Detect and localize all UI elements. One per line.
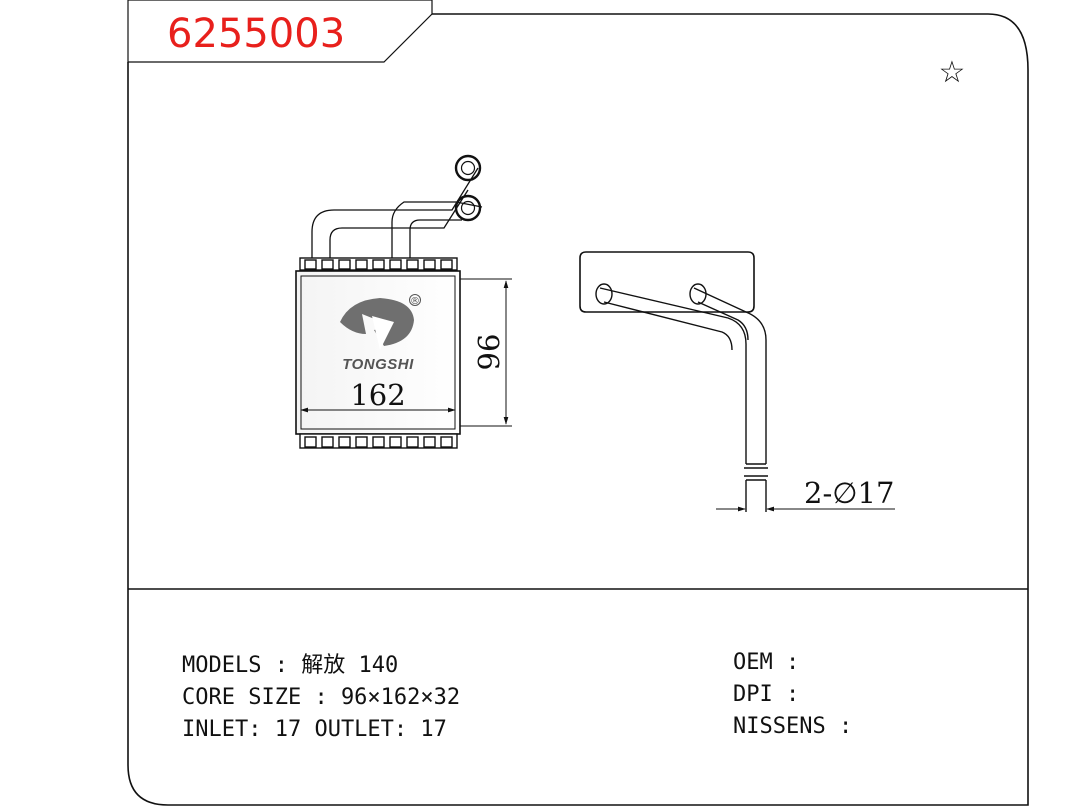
height-dimension-label: 96 [472, 334, 506, 371]
spec-list-right: OEM : DPI : NISSENS : [733, 650, 852, 739]
top-tank [299, 257, 458, 271]
spec-inlet-outlet: INLET: 17 OUTLET: 17 [182, 717, 447, 742]
bottom-tank [299, 433, 458, 449]
heater-core-front-view [311, 154, 483, 258]
spec-oem: OEM : [733, 650, 799, 675]
spec-list-left: MODELS : 解放 140 CORE SIZE : 96×162×32 IN… [182, 653, 460, 742]
brand-logo-text: TONGSHI [342, 356, 414, 373]
spec-nissens: NISSENS : [733, 714, 852, 739]
part-number: 6255003 [167, 11, 345, 57]
spec-core-size: CORE SIZE : 96×162×32 [182, 685, 460, 710]
sheet-frame [127, 13, 1029, 806]
brand-logo: TONGSHI ® [340, 294, 421, 373]
pipe-diameter-label: 2-∅17 [804, 476, 894, 510]
heater-core-side-view [579, 251, 768, 512]
spec-dpi: DPI : [733, 682, 799, 707]
spec-models: MODELS : 解放 140 [182, 653, 398, 678]
height-dimension [460, 278, 512, 427]
registered-mark: ® [410, 296, 420, 307]
star-outline-icon[interactable]: ☆ [939, 55, 966, 90]
width-dimension-label: 162 [350, 378, 405, 412]
part-number-tab [127, 0, 433, 63]
